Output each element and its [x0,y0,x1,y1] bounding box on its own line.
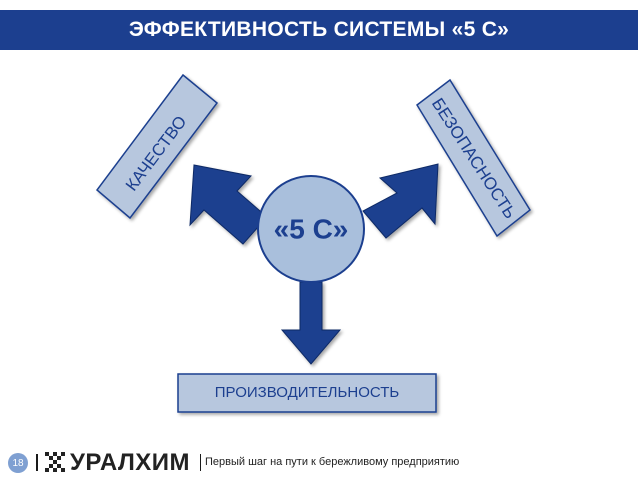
slide-title: ЭФФЕКТИВНОСТЬ СИСТЕМЫ «5 С» [0,10,638,50]
five-s-circle [257,175,365,283]
arrow-to-quality [189,164,268,245]
footer-divider [36,454,38,471]
uralchem-logo-icon [45,452,65,472]
five-s-label: «5 С» [274,213,349,244]
footer-divider-2 [200,454,201,471]
footer: 18 УРАЛХИМ Первый шаг на пути к бережлив… [0,446,638,479]
productivity-banner [177,373,437,413]
footer-tagline: Первый шаг на пути к бережливому предпри… [205,456,460,468]
logo-text: УРАЛХИМ [70,449,191,476]
productivity-label: ПРОИЗВОДИТЕЛЬНОСТЬ [215,384,400,401]
arrow-to-safety [362,163,439,239]
safety-label: БЕЗОПАСНОСТЬ [428,95,520,222]
arrow-to-productivity [280,281,342,365]
quality-banner [95,73,219,220]
page-number: 18 [8,453,28,473]
safety-banner [416,78,531,238]
